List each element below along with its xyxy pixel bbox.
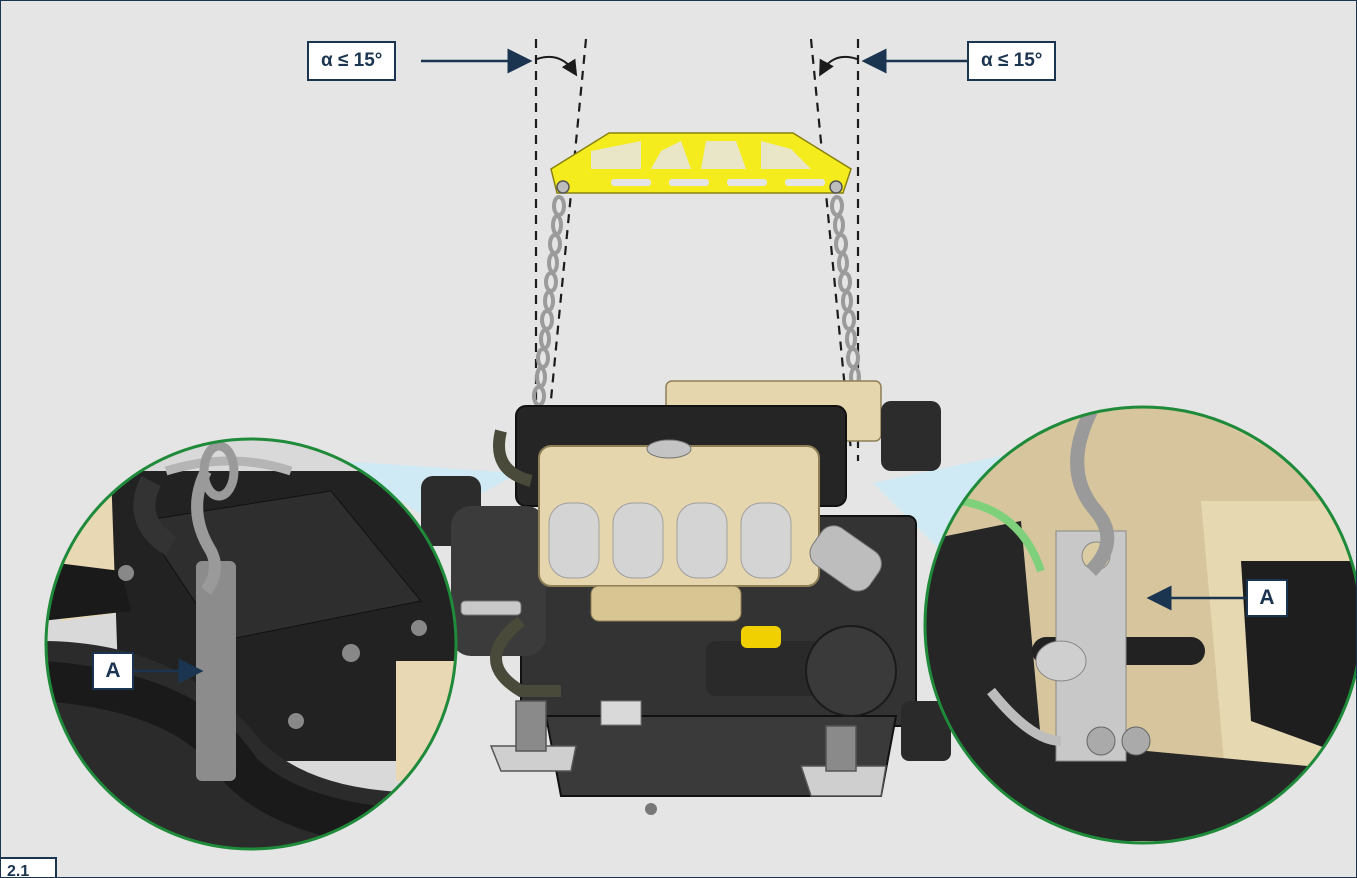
engine [421, 380, 951, 815]
angle-arc-right [819, 55, 858, 77]
angle-limit-label-right: α ≤ 15° [967, 41, 1057, 81]
zoom-detail-right [923, 405, 1356, 845]
lifting-beam [550, 132, 852, 194]
callout-label-right: A [1246, 579, 1288, 617]
figure-number: 2.1 [1, 857, 57, 877]
angle-limit-label-left: α ≤ 15° [307, 41, 397, 81]
callout-wedge-right [873, 456, 1001, 561]
callout-label-left: A [92, 652, 134, 690]
zoom-detail-left [44, 437, 458, 851]
angle-arc-left [536, 55, 578, 77]
